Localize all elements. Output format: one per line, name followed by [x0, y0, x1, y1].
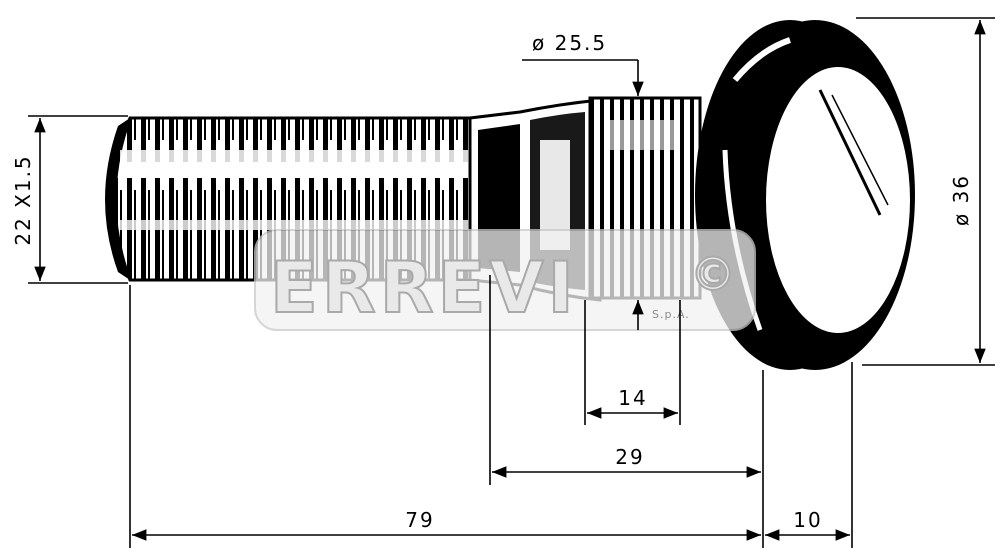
watermark-suffix: S.p.A. — [652, 308, 690, 321]
watermark: ERREVI © S.p.A. — [254, 229, 756, 331]
thread-tip — [105, 118, 130, 280]
watermark-mark: © — [690, 247, 740, 301]
dimension-lines — [28, 17, 995, 548]
knurl-diameter-label: ø 25.5 — [532, 31, 607, 55]
watermark-brand: ERREVI — [270, 247, 578, 329]
total-length-label: 79 — [405, 508, 434, 532]
shank-length-label: 29 — [615, 445, 644, 469]
knurl-length-label: 14 — [618, 386, 647, 410]
dimension-labels: 22 X1.5 ø 25.5 ø 36 14 29 79 10 — [11, 31, 973, 532]
bolt-head-face — [762, 63, 914, 337]
head-diameter-label: ø 36 — [949, 174, 973, 226]
head-thickness-label: 10 — [793, 508, 822, 532]
thread-label: 22 X1.5 — [11, 154, 35, 245]
